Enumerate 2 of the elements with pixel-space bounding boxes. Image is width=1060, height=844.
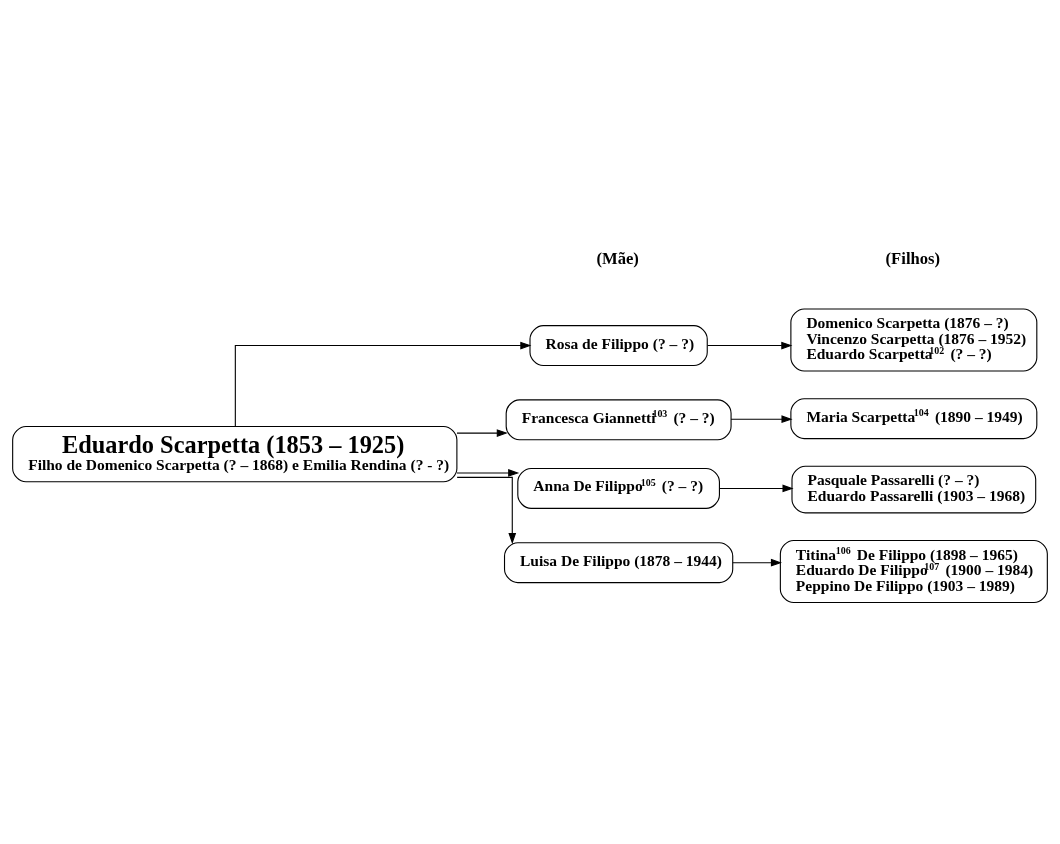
- label: (Mãe): [596, 249, 639, 269]
- label: (Filhos): [885, 249, 941, 269]
